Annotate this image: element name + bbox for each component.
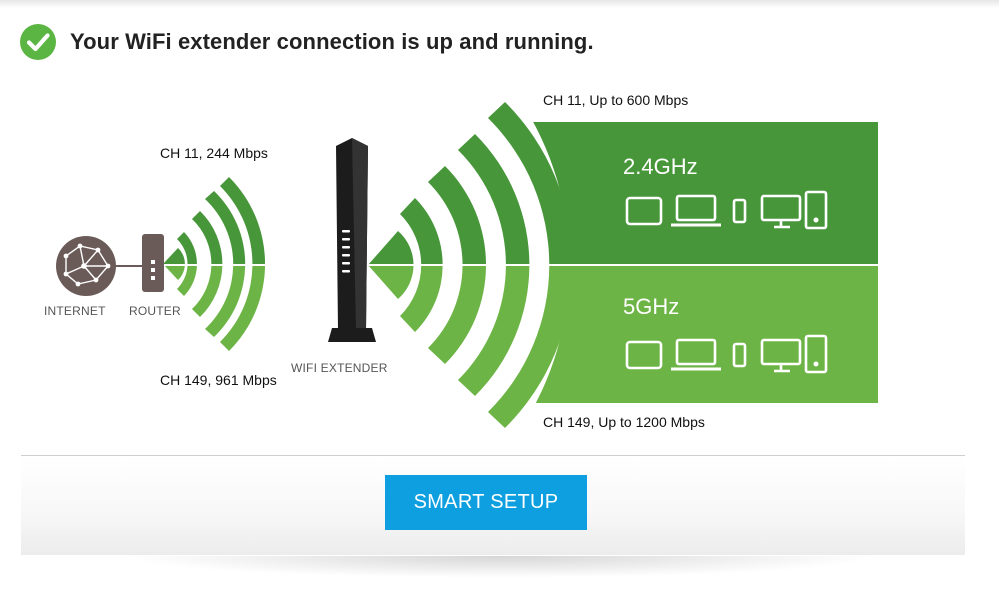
footer-shadow: [120, 556, 880, 578]
speaker-icon: [804, 190, 828, 230]
router-icon: [142, 234, 164, 292]
phone-icon: [732, 342, 747, 368]
status-message: Your WiFi extender connection is up and …: [70, 29, 594, 54]
status-banner: Your WiFi extender connection is up and …: [20, 24, 594, 60]
laptop-icon: [671, 338, 721, 371]
router-5ghz-rate: CH 149, 961 Mbps: [160, 372, 277, 388]
band-5ghz-panel: [520, 266, 878, 403]
internet-globe-icon: [56, 236, 116, 296]
router-label: ROUTER: [129, 304, 181, 318]
check-circle-icon: [20, 24, 56, 60]
band-panel: [500, 100, 878, 430]
clients-5ghz: [625, 334, 828, 374]
tablet-icon: [625, 340, 663, 370]
tablet-icon: [625, 196, 663, 226]
desktop-icon: [760, 194, 802, 229]
network-diagram: INTERNET ROUTER WIFI EXTENDER CH 11, 244…: [44, 92, 878, 430]
speaker-icon: [804, 334, 828, 374]
wifi-extender-label: WIFI EXTENDER: [291, 361, 388, 375]
wifi-extender-icon: [328, 138, 376, 342]
band-24ghz-label: 2.4GHz: [623, 154, 698, 179]
extender-signal: [368, 102, 573, 428]
phone-icon: [732, 198, 747, 224]
smart-setup-button[interactable]: SMART SETUP: [385, 475, 587, 530]
clients-24ghz: [625, 190, 828, 230]
extender-5ghz-rate: CH 149, Up to 1200 Mbps: [543, 414, 705, 430]
extender-24ghz-rate: CH 11, Up to 600 Mbps: [543, 92, 688, 108]
laptop-icon: [671, 194, 721, 227]
router-24ghz-rate: CH 11, 244 Mbps: [160, 145, 268, 161]
top-shadow: [0, 0, 999, 8]
router-signal: [163, 177, 265, 351]
internet-label: INTERNET: [44, 304, 106, 318]
desktop-icon: [760, 338, 802, 373]
band-5ghz-label: 5GHz: [623, 294, 679, 319]
